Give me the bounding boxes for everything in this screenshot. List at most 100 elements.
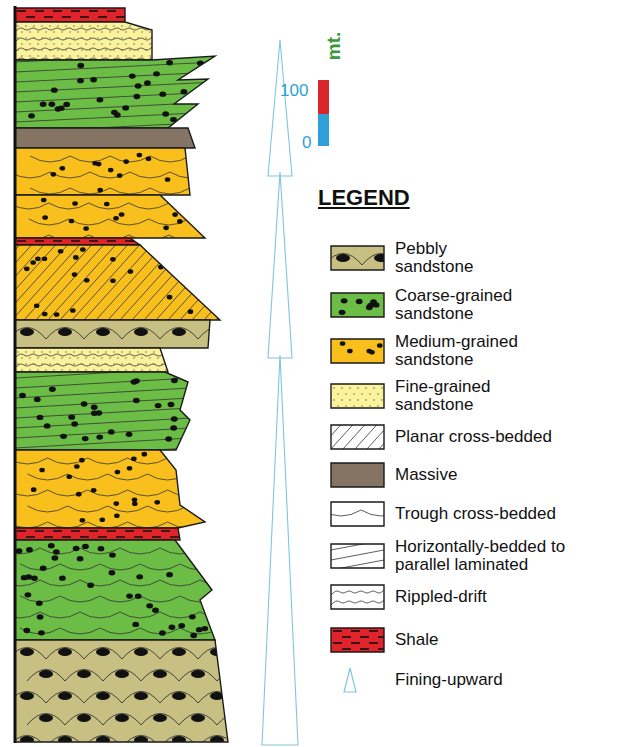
column — [0, 6, 284, 747]
grain-dot — [31, 576, 38, 581]
planar-line — [343, 425, 365, 449]
bed-fill — [15, 148, 190, 195]
trough-line — [29, 219, 69, 225]
fine-dot — [45, 31, 46, 32]
trough-line — [129, 203, 169, 209]
grain-dot — [154, 500, 160, 505]
legend-text: Rippled-drift — [395, 588, 487, 606]
grain-dot — [146, 603, 153, 608]
grain-dot — [42, 256, 48, 261]
fine-dot — [85, 357, 86, 358]
bed — [15, 22, 153, 62]
fine-dot — [45, 369, 46, 370]
grain-dot — [77, 556, 84, 561]
grain-dot — [127, 466, 133, 471]
fine-dot — [145, 37, 146, 38]
shale-dash — [134, 536, 143, 538]
grain-dot — [84, 278, 90, 283]
fine-dot — [21, 31, 22, 32]
grain-dot — [54, 312, 60, 317]
fine-dot — [373, 387, 374, 388]
fine-dot — [17, 37, 18, 38]
swatch — [330, 425, 385, 449]
grain-dot — [119, 212, 125, 217]
bed — [15, 8, 125, 22]
pebble — [96, 648, 110, 656]
pebble — [96, 328, 110, 336]
pebble — [172, 736, 186, 744]
trough-line — [0, 548, 40, 554]
grain-dot — [111, 110, 118, 115]
fine-dot — [101, 43, 102, 44]
lamination-line — [15, 62, 215, 72]
unit-label: mt. — [324, 32, 344, 61]
pebble-cell — [84, 692, 122, 704]
fine-dot — [341, 399, 342, 400]
fine-dot — [125, 357, 126, 358]
swatch-outline — [331, 425, 384, 449]
fine-dot — [121, 351, 122, 352]
grain-dot — [113, 216, 119, 221]
pebble — [39, 670, 53, 678]
grain-dot — [73, 546, 80, 551]
bed-outline — [15, 540, 215, 640]
trough-line — [150, 188, 190, 194]
pebble-cell — [46, 692, 84, 704]
fine-dot — [65, 363, 66, 364]
fine-dot — [369, 393, 370, 394]
grain-dot — [41, 198, 47, 203]
grain-dot — [110, 257, 116, 262]
grain-dot — [339, 310, 346, 315]
shale-dash — [143, 530, 152, 532]
trough-line — [110, 188, 150, 194]
trough-line — [160, 580, 200, 586]
grain-dot — [74, 464, 80, 469]
legend-swatch — [330, 462, 385, 488]
trough-line — [180, 564, 220, 570]
fine-dot — [113, 25, 114, 26]
trough-line — [80, 580, 120, 586]
shale-dash — [17, 530, 26, 532]
fine-dot — [349, 399, 350, 400]
grain-dot — [167, 295, 173, 300]
fine-dot — [141, 55, 142, 56]
fine-dot — [129, 351, 130, 352]
grain-dot — [108, 570, 115, 575]
fine-dot — [65, 37, 66, 38]
grain-dot — [132, 622, 139, 627]
shale-dash — [71, 240, 80, 242]
fine-dot — [73, 37, 74, 38]
grain-dot — [51, 87, 58, 92]
fine-dot — [45, 357, 46, 358]
swatch-outline — [331, 544, 384, 568]
fine-dot — [341, 387, 342, 388]
pebble — [58, 736, 72, 744]
fine-dot — [97, 37, 98, 38]
bed — [8, 640, 255, 747]
grain-dot — [82, 544, 89, 549]
legend-swatch — [330, 245, 385, 271]
swatch — [331, 293, 384, 317]
trough-line — [60, 564, 100, 570]
bed-outline — [15, 528, 180, 540]
fine-dot — [37, 369, 38, 370]
legend-text: Coarse-grained sandstone — [395, 287, 545, 323]
grain-dot — [377, 343, 383, 348]
trough-line — [149, 219, 189, 225]
fine-dot — [21, 43, 22, 44]
fine-dot — [149, 357, 150, 358]
pebble — [153, 714, 167, 722]
trough-line — [48, 458, 88, 464]
fine-dot — [29, 357, 30, 358]
grain-dot — [40, 566, 47, 571]
fine-dot — [61, 357, 62, 358]
pebble — [134, 648, 148, 656]
swatch — [330, 246, 385, 271]
bed-fill — [15, 348, 168, 372]
ripple-line — [15, 26, 153, 32]
grain-dot — [123, 159, 129, 164]
fine-dot — [85, 31, 86, 32]
pebble-cell — [217, 714, 255, 726]
fine-dot — [149, 43, 150, 44]
grain-dot — [159, 91, 166, 96]
